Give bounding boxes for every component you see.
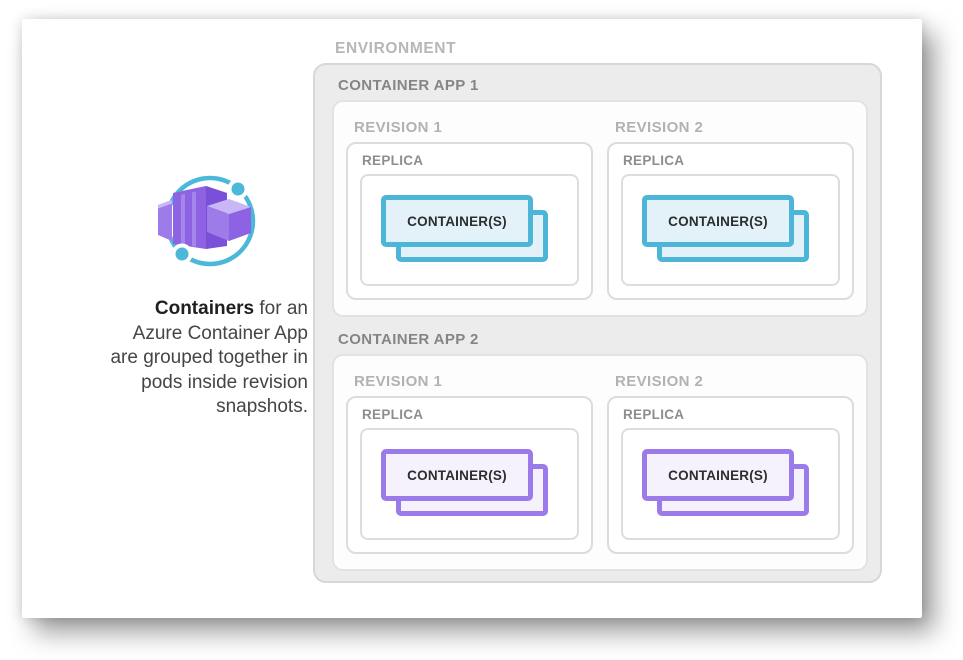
node-dot <box>171 243 193 265</box>
container-stack: CONTAINER(S) <box>642 195 809 262</box>
containers-box-front: CONTAINER(S) <box>381 449 533 501</box>
environment-box: CONTAINER APP 1 REVISION 1 REPLICA CONTA… <box>313 63 882 583</box>
container-app-2-group: CONTAINER APP 2 REVISION 1 REPLICA CONTA… <box>332 331 868 571</box>
app2-revision-1-group: REVISION 1 REPLICA CONTAINER(S) <box>346 373 593 554</box>
app1-revision-2-group: REVISION 2 REPLICA CONTAINER(S) <box>607 119 854 300</box>
right-container-top-shape <box>207 199 251 214</box>
revision-box: REPLICA CONTAINER(S) <box>346 396 593 554</box>
caption-panel: Containers for an Azure Container App ar… <box>52 160 308 420</box>
caption-line: snapshots. <box>216 396 308 417</box>
container-app-1-box: REVISION 1 REPLICA CONTAINER(S) <box>332 100 868 317</box>
replica-label: REPLICA <box>362 153 424 168</box>
containers-box-front: CONTAINER(S) <box>642 195 794 247</box>
app1-revision-1-group: REVISION 1 REPLICA CONTAINER(S) <box>346 119 593 300</box>
environment-diagram: ENVIRONMENT CONTAINER APP 1 REVISION 1 R… <box>313 40 882 583</box>
caption-text: Containers for an Azure Container App ar… <box>52 297 308 420</box>
container-stack: CONTAINER(S) <box>381 449 548 516</box>
replica-label: REPLICA <box>623 153 685 168</box>
caption-line: pods inside revision <box>141 371 308 393</box>
container-app-2-label: CONTAINER APP 2 <box>338 331 479 348</box>
left-container-shape <box>158 200 172 241</box>
revision-box: REPLICA CONTAINER(S) <box>346 142 593 300</box>
diagram-card: Containers for an Azure Container App ar… <box>22 19 922 618</box>
container-stack: CONTAINER(S) <box>642 449 809 516</box>
replica-box: CONTAINER(S) <box>360 428 579 540</box>
node-dot <box>227 178 249 200</box>
door-line-shape <box>192 191 196 247</box>
container-app-1-group: CONTAINER APP 1 REVISION 1 REPLICA CONTA… <box>332 77 868 317</box>
container-app-2-box: REVISION 1 REPLICA CONTAINER(S) <box>332 354 868 571</box>
replica-label: REPLICA <box>623 407 685 422</box>
container-app-1-label: CONTAINER APP 1 <box>338 77 479 94</box>
caption-line: for an <box>254 298 308 319</box>
right-container-side-shape <box>207 206 229 241</box>
caption-line: Azure Container App <box>132 322 308 344</box>
revision-box: REPLICA CONTAINER(S) <box>607 142 854 300</box>
revision-label: REVISION 2 <box>615 373 704 390</box>
container-stack: CONTAINER(S) <box>381 195 548 262</box>
door-line-shape <box>181 193 185 245</box>
caption-line: are grouped together in <box>110 347 308 368</box>
replica-label: REPLICA <box>362 407 424 422</box>
containers-box-front: CONTAINER(S) <box>381 195 533 247</box>
azure-container-apps-icon-svg <box>158 175 256 267</box>
azure-container-apps-icon <box>152 160 282 278</box>
revision-label: REVISION 1 <box>354 119 443 136</box>
caption-bold-word: Containers <box>154 298 255 319</box>
revision-label: REVISION 1 <box>354 373 443 390</box>
left-container-top-shape <box>158 200 172 209</box>
replica-box: CONTAINER(S) <box>621 428 840 540</box>
right-container-front-shape <box>229 207 251 241</box>
app2-revision-2-group: REVISION 2 REPLICA CONTAINER(S) <box>607 373 854 554</box>
replica-box: CONTAINER(S) <box>621 174 840 286</box>
revision-box: REPLICA CONTAINER(S) <box>607 396 854 554</box>
environment-label: ENVIRONMENT <box>335 40 457 57</box>
containers-box-front: CONTAINER(S) <box>642 449 794 501</box>
revision-label: REVISION 2 <box>615 119 704 136</box>
center-container-front-shape <box>173 186 206 249</box>
replica-box: CONTAINER(S) <box>360 174 579 286</box>
